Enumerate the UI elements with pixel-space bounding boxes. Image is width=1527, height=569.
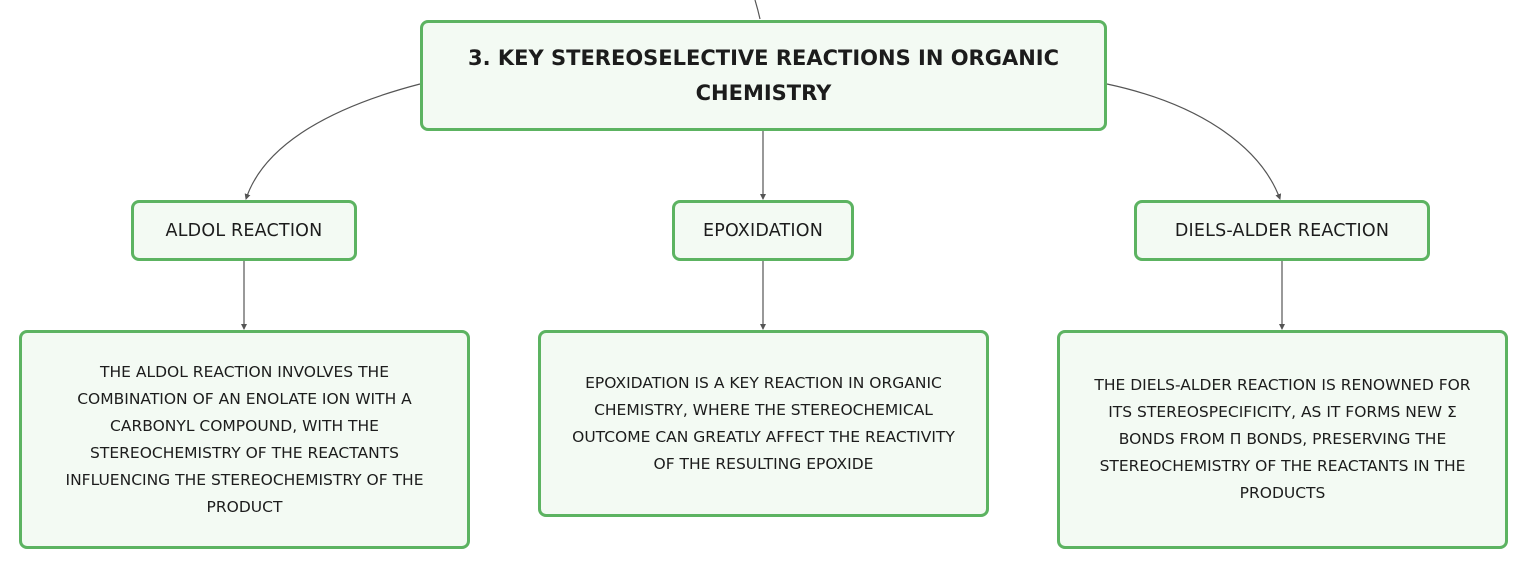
connector-parent-to-root xyxy=(754,0,761,20)
description-node-diels-alder-reaction[interactable]: THE DIELS-ALDER REACTION IS RENOWNED FOR… xyxy=(1057,330,1508,549)
description-node-aldol-reaction[interactable]: THE ALDOL REACTION INVOLVES THE COMBINAT… xyxy=(19,330,470,549)
connector-root-to-diels-alder xyxy=(1106,83,1282,200)
description-text: THE DIELS-ALDER REACTION IS RENOWNED FOR… xyxy=(1094,376,1471,502)
description-text: THE ALDOL REACTION INVOLVES THE COMBINAT… xyxy=(65,362,424,516)
branch-label: ALDOL REACTION xyxy=(165,220,323,241)
description-text: EPOXIDATION IS A KEY REACTION IN ORGANIC… xyxy=(572,373,955,473)
branch-node-aldol-reaction[interactable]: ALDOL REACTION xyxy=(131,200,357,261)
branch-label: DIELS-ALDER REACTION xyxy=(1174,220,1390,241)
connector-root-to-aldol xyxy=(244,83,421,200)
branch-node-diels-alder-reaction[interactable]: DIELS-ALDER REACTION xyxy=(1134,200,1430,261)
branch-label: EPOXIDATION xyxy=(702,220,824,241)
description-node-epoxidation[interactable]: EPOXIDATION IS A KEY REACTION IN ORGANIC… xyxy=(538,330,989,517)
branch-node-epoxidation[interactable]: EPOXIDATION xyxy=(672,200,854,261)
root-topic-label: 3. KEY STEREOSELECTIVE REACTIONS IN ORGA… xyxy=(467,45,1060,105)
root-topic-node[interactable]: 3. KEY STEREOSELECTIVE REACTIONS IN ORGA… xyxy=(420,20,1107,131)
